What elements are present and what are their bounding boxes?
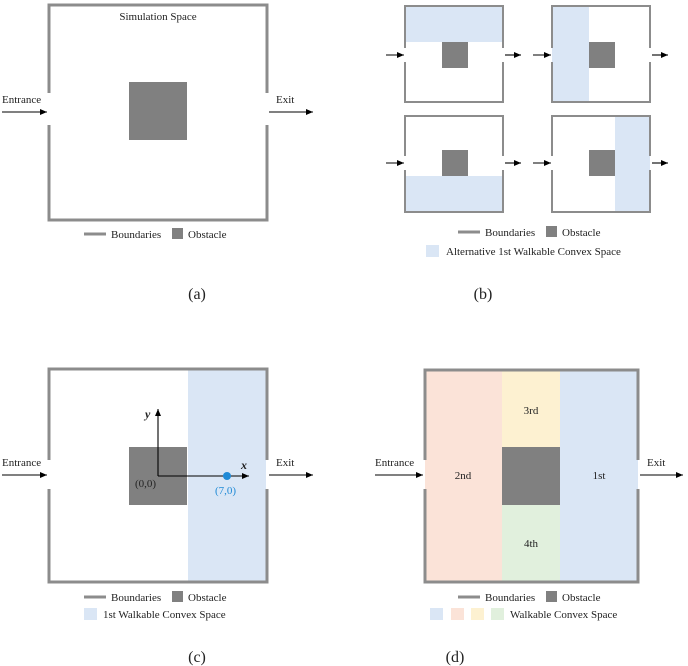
walkable-space-2nd [425, 370, 502, 582]
boundary-wall [551, 5, 651, 103]
legend-obstacle-swatch [172, 591, 183, 602]
walkable-space [405, 6, 503, 42]
obstacle [442, 150, 468, 176]
legend-boundaries-label: Boundaries [111, 229, 161, 241]
boundary-wall [423, 368, 640, 584]
panel-title: Simulation Space [119, 11, 196, 23]
walkable-space-1st [560, 370, 638, 582]
boundary-wall [404, 5, 504, 103]
legend-space-label: Walkable Convex Space [510, 609, 617, 621]
obstacle [502, 447, 560, 505]
axis-y-label: y [143, 407, 151, 421]
exit-label: Exit [276, 94, 294, 106]
point-marker [223, 472, 231, 480]
alt-space-bottom [386, 115, 521, 213]
obstacle [129, 82, 187, 140]
region-2nd-label: 2nd [455, 470, 472, 482]
point-label: (7,0) [215, 485, 236, 497]
exit-label: Exit [276, 457, 294, 469]
legend-obstacle-label: Obstacle [562, 592, 601, 604]
legend-swatch-orange [451, 608, 464, 620]
legend-obstacle-swatch [172, 228, 183, 239]
legend-boundaries-label: Boundaries [485, 592, 535, 604]
boundary-wall [47, 3, 269, 222]
alt-space-top [386, 5, 521, 103]
legend-swatch-yellow [471, 608, 484, 620]
legend-space-swatch [426, 245, 439, 257]
legend-obstacle-swatch [546, 226, 557, 237]
legend-obstacle-swatch [546, 591, 557, 602]
obstacle [589, 42, 615, 68]
exit-label: Exit [647, 457, 665, 469]
caption-b: (b) [474, 286, 493, 303]
walkable-space [552, 6, 589, 102]
panel-c: y x (0,0) (7,0) Entrance Exit Boundaries… [2, 367, 313, 666]
legend-boundaries-label: Boundaries [111, 592, 161, 604]
walkable-space [615, 116, 650, 212]
walkable-space-4th [502, 505, 560, 582]
panel-d: 2nd 3rd 4th 1st Entrance Exit Boundaries… [375, 368, 683, 666]
obstacle [589, 150, 615, 176]
region-1st-label: 1st [593, 470, 606, 482]
boundary-wall [47, 367, 269, 584]
obstacle [442, 42, 468, 68]
region-4th-label: 4th [524, 538, 539, 550]
legend-obstacle-label: Obstacle [562, 227, 601, 239]
alt-space-left [533, 5, 668, 103]
legend-space-label: Alternative 1st Walkable Convex Space [446, 246, 621, 258]
caption-c: (c) [188, 649, 206, 666]
legend-swatch-green [491, 608, 504, 620]
legend-obstacle-label: Obstacle [188, 592, 227, 604]
caption-a: (a) [188, 286, 206, 303]
entrance-label: Entrance [375, 457, 414, 469]
panel-a: Simulation Space Entrance Exit Boundarie… [2, 3, 313, 303]
axis-x-label: x [240, 458, 247, 472]
legend-space-label: 1st Walkable Convex Space [103, 609, 226, 621]
entrance-label: Entrance [2, 457, 41, 469]
walkable-space [405, 176, 503, 212]
legend-swatch-blue [430, 608, 443, 620]
boundary-wall [404, 115, 504, 213]
legend-boundaries-label: Boundaries [485, 227, 535, 239]
panel-b: Boundaries Obstacle Alternative 1st Walk… [386, 5, 668, 303]
boundary-wall [551, 115, 651, 213]
origin-label: (0,0) [135, 478, 156, 490]
caption-d: (d) [446, 649, 465, 666]
legend-space-swatch [84, 608, 97, 620]
region-3rd-label: 3rd [524, 405, 539, 417]
entrance-label: Entrance [2, 94, 41, 106]
alt-space-right [533, 115, 668, 213]
legend-obstacle-label: Obstacle [188, 229, 227, 241]
walkable-space-3rd [502, 370, 560, 447]
